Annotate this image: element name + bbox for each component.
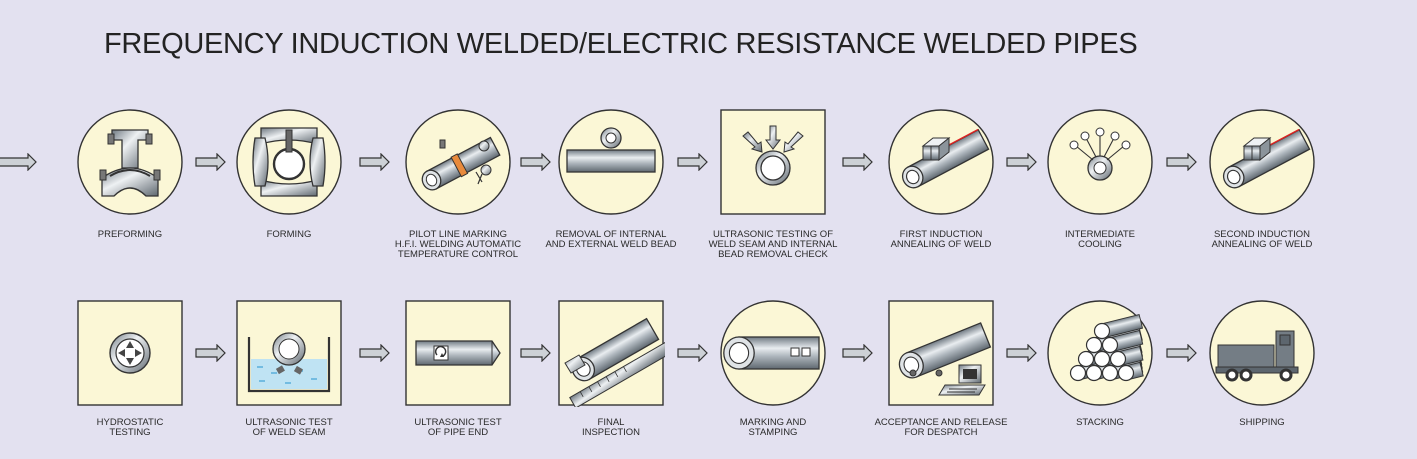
step-label-line: PREFORMING (97, 229, 163, 240)
step-label-line: INTERMEDIATE (1064, 229, 1136, 240)
flow-arrow (358, 344, 390, 362)
flow-arrow (677, 153, 708, 171)
ultrasonic-tank-icon (236, 300, 342, 406)
step-label-line: OF PIPE END (427, 427, 489, 438)
flow-arrow (358, 153, 390, 171)
step-label-line: ANNEALING OF WELD (1211, 239, 1313, 250)
step-label-line: ANNEALING OF WELD (890, 239, 992, 250)
flow-arrow (1005, 344, 1037, 362)
step-label: STACKING (1020, 418, 1180, 428)
flow-arrow (194, 344, 226, 362)
step-label-line: HYDROSTATIC (96, 417, 164, 428)
flow-arrow (519, 153, 551, 171)
flow-arrow (1166, 153, 1197, 171)
flow-arrow (519, 344, 551, 362)
step-label-line: SHIPPING (1239, 417, 1285, 428)
weld-bead-removal-icon (558, 109, 664, 215)
preforming-rollers-icon (77, 109, 183, 215)
flow-arrow (677, 344, 708, 362)
forming-rollers-icon (236, 109, 342, 215)
step-label-line: ULTRASONIC TEST (245, 417, 333, 428)
process-step: FORMING (209, 108, 369, 258)
step-label-line: TEMPERATURE CONTROL (397, 249, 519, 260)
step-label-line: AND EXTERNAL WELD BEAD (545, 239, 677, 250)
step-label-line: H.F.I. WELDING AUTOMATIC (394, 239, 522, 250)
step-label-line: FORMING (266, 229, 312, 240)
hydrostatic-gauge-icon (77, 300, 183, 406)
induction-annealing-icon (888, 109, 994, 215)
process-step: SHIPPING (1182, 299, 1342, 449)
truck-icon (1209, 300, 1315, 406)
step-label: PREFORMING (50, 230, 210, 240)
flow-arrow (1005, 153, 1037, 171)
flow-arrow (194, 153, 226, 171)
step-label-line: COOLING (1078, 239, 1122, 250)
flow-arrow (1166, 344, 1197, 362)
step-label-line: FINAL (597, 417, 625, 428)
process-step: STACKING (1020, 299, 1180, 449)
step-label-line: PILOT LINE MARKING (408, 229, 507, 240)
step-label-line: TESTING (109, 427, 151, 438)
step-label-line: MARKING AND (739, 417, 807, 428)
step-label-line: SECOND INDUCTION (1213, 229, 1311, 240)
induction-annealing-icon (1209, 109, 1315, 215)
step-label-line: STAMPING (748, 427, 798, 438)
caliper-inspection-icon (558, 300, 665, 407)
step-label: FORMING (209, 230, 369, 240)
step-label-line: ACCEPTANCE AND RELEASE (874, 417, 1008, 428)
pilot-line-marking-icon (405, 109, 511, 215)
step-label-line: ULTRASONIC TEST (414, 417, 502, 428)
step-label-line: ULTRASONIC TESTING OF (713, 229, 833, 240)
step-label-line: WELD SEAM AND INTERNAL (708, 239, 838, 250)
step-label: SHIPPING (1182, 418, 1342, 428)
page-title: FREQUENCY INDUCTION WELDED/ELECTRIC RESI… (104, 28, 1138, 60)
step-label-line: FIRST INDUCTION (899, 229, 983, 240)
step-label-line: STACKING (1076, 417, 1124, 428)
pipe-marking-icon (720, 300, 826, 406)
pipe-stack-icon (1047, 300, 1153, 406)
flow-arrow (842, 344, 873, 362)
step-label-line: BEAD REMOVAL CHECK (718, 249, 828, 260)
ultrasonic-probes-icon (720, 109, 826, 215)
pipe-end-test-icon (405, 300, 511, 406)
step-label-line: INSPECTION (581, 427, 641, 438)
pipe-computer-icon (888, 300, 994, 406)
cooling-sprays-icon (1047, 109, 1153, 215)
entry-arrow (0, 153, 37, 171)
process-step: PREFORMING (50, 108, 210, 258)
step-label-line: REMOVAL OF INTERNAL (555, 229, 667, 240)
step-label-line: FOR DESPATCH (904, 427, 978, 438)
flow-arrow (842, 153, 873, 171)
step-label-line: OF WELD SEAM (252, 427, 326, 438)
